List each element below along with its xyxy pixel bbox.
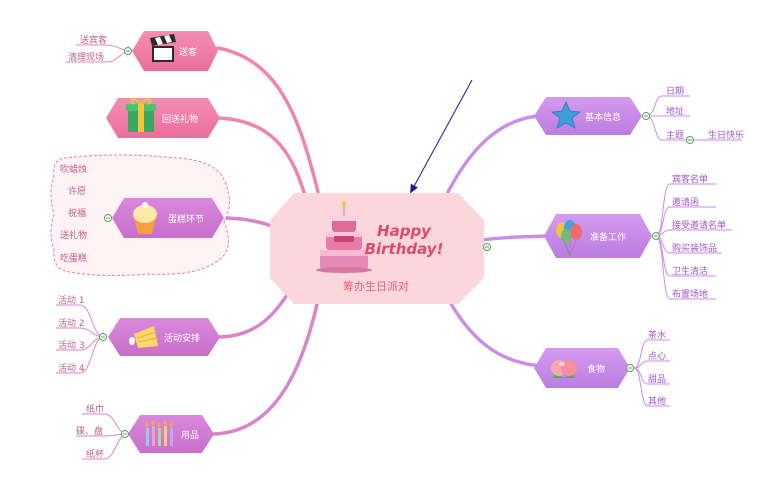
leaf-zhunbei-4[interactable]: 购买装饰品 [672, 242, 717, 254]
topic-qingchang-label: 送客 [179, 46, 197, 58]
leaf-huodong-3[interactable]: 活动 3 [58, 339, 85, 351]
topic-dangao-label: 蛋糕环节 [168, 213, 204, 225]
trunk-yongpin [212, 298, 320, 436]
trunk-jiben [446, 114, 540, 194]
leaf-zhunbei-3[interactable]: 接受邀请名单 [672, 219, 726, 231]
trunk-zhunbei [480, 234, 548, 242]
leaf-zhunbei-5[interactable]: 卫生清洁 [672, 265, 708, 277]
trunk-huodong [218, 288, 292, 339]
leaf-qingchang-2[interactable]: 清理现场 [68, 51, 104, 63]
topic-shiwu[interactable]: 食物 [534, 348, 630, 388]
cake-text-birthday: Birthday! [365, 240, 444, 258]
topic-huodong[interactable]: 活动安排 [108, 318, 220, 356]
gift-box-icon [126, 98, 156, 132]
leaf-jiben-3[interactable]: 主题 [666, 129, 684, 141]
topic-jiben-label: 基本信息 [585, 111, 621, 123]
topic-shiwu-label: 食物 [587, 363, 605, 375]
topic-yongpin-label: 用品 [181, 430, 199, 441]
leaf-dangao-2[interactable]: 许愿 [68, 185, 86, 197]
leaf-shiwu-4[interactable]: 其他 [648, 395, 666, 407]
leaf-dangao-3[interactable]: 祝福 [68, 207, 86, 219]
leaf-huodong-2[interactable]: 活动 2 [58, 317, 85, 329]
leaf-jiben-2[interactable]: 地址 [666, 105, 684, 117]
leaf-jiben-1[interactable]: 日期 [666, 86, 684, 97]
leaf-zhunbei-1[interactable]: 宾客名单 [672, 173, 708, 185]
leaf-shiwu-3[interactable]: 甜品 [648, 373, 666, 385]
peach-icon [551, 360, 577, 378]
topic-qingchang[interactable]: 送客 [132, 31, 218, 71]
leaf-yongpin-3[interactable]: 纸杯 [86, 448, 104, 460]
leaf-dangao-5[interactable]: 吃蛋糕 [60, 252, 87, 264]
leaf-dangao-4[interactable]: 送礼物 [60, 229, 87, 241]
candles-icon [145, 420, 173, 446]
leaf-zhunbei-6[interactable]: 布置场地 [672, 288, 708, 300]
star-icon [550, 101, 582, 129]
trunk-dangao [220, 216, 274, 228]
leaf-huodong-1[interactable]: 活动 1 [58, 294, 85, 306]
birthday-cake-icon [316, 201, 372, 273]
topic-huisong-label: 回送礼物 [162, 113, 198, 125]
topic-huodong-label: 活动安排 [164, 332, 200, 344]
center-title: 筹办生日派对 [343, 279, 409, 293]
topic-zhunbei[interactable]: 准备工作 [544, 214, 652, 258]
topic-zhunbei-label: 准备工作 [590, 231, 626, 243]
cake-text-happy: Happy [377, 222, 432, 240]
topic-dangao[interactable]: 蛋糕环节 [112, 198, 224, 238]
leaf-yongpin-1[interactable]: 纸巾 [86, 403, 104, 415]
leaf-qingchang-1[interactable]: 送宾客 [80, 34, 107, 46]
topic-yongpin[interactable]: 用品 [128, 415, 214, 453]
leaf-jiben-sub[interactable]: 生日快乐 [708, 129, 744, 141]
badminton-icon [129, 326, 158, 348]
center-topic[interactable]: Happy Birthday! 筹办生日派对 [270, 193, 484, 304]
trunk-qingchang [216, 46, 320, 194]
leaf-shiwu-2[interactable]: 点心 [648, 351, 666, 362]
leaf-zhunbei-2[interactable]: 邀请函 [672, 196, 699, 208]
leaf-huodong-4[interactable]: 活动 4 [58, 362, 85, 374]
leaf-shiwu-1[interactable]: 茶水 [648, 329, 666, 341]
cupcake-icon [133, 202, 157, 234]
leaf-yongpin-2[interactable]: 碟、盘 [76, 425, 103, 437]
topic-huisong[interactable]: 回送礼物 [106, 98, 220, 138]
annotation-arrow [410, 79, 473, 194]
balloons-icon [556, 220, 582, 257]
clapperboard-icon [150, 34, 176, 62]
trunk-huisong [216, 116, 307, 198]
trunk-shiwu [448, 300, 546, 368]
topic-jiben[interactable]: 基本信息 [534, 97, 642, 135]
leaf-dangao-1[interactable]: 吹蜡烛 [60, 163, 87, 175]
trunk-connectors [212, 46, 548, 436]
